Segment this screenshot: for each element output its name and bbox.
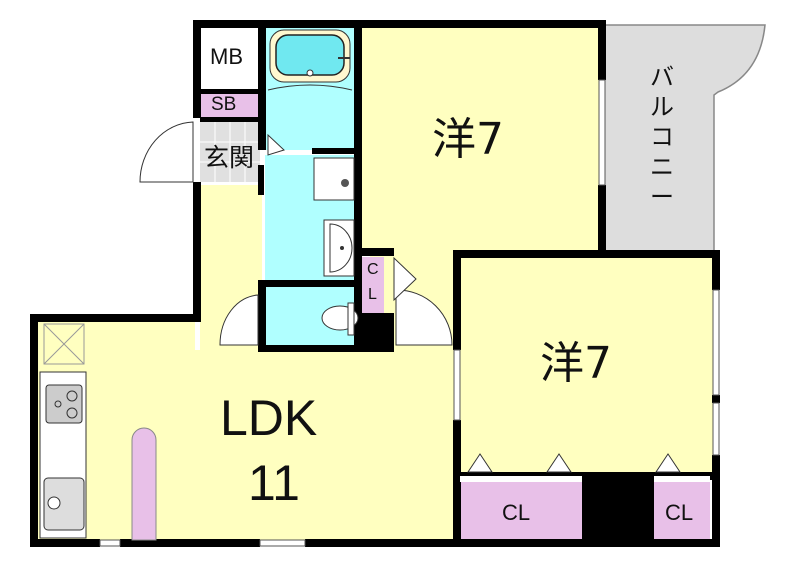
western-room-1-floor: [360, 26, 603, 250]
western-room-2-floor: [458, 254, 714, 478]
bathtub-fixture: [269, 29, 351, 83]
toilet-fixture: [321, 302, 359, 336]
ldk-size-label: 11: [248, 455, 300, 511]
closet-right-fill: [654, 482, 710, 540]
closet-left-label: CL: [502, 500, 531, 525]
shoe-box-area: [200, 93, 260, 117]
closet-hall-label-l: L: [368, 286, 377, 303]
washing-machine-pan: [313, 157, 355, 201]
meter-box-label: MB: [210, 44, 243, 69]
washbasin-fixture: [323, 219, 355, 277]
walls: [30, 20, 720, 547]
shoe-box-label: SB: [211, 94, 237, 115]
meter-box-area: [200, 26, 260, 92]
western-room-2-label: 洋7: [540, 338, 612, 389]
ldk-label: LDK: [220, 390, 318, 446]
closet-hall-label-c: C: [367, 261, 379, 278]
doors: [139, 121, 453, 346]
kitchen-sink-icon: [43, 477, 85, 531]
ventilation-hood-icon: [43, 323, 85, 365]
entrance-label: 玄関: [204, 143, 255, 172]
closet-doors: [467, 453, 681, 473]
pillar-between-closets: [582, 478, 654, 542]
closet-hall-fill: [362, 257, 384, 313]
balcony-label: バルコニー: [650, 63, 674, 211]
balcony-area: [602, 24, 766, 253]
kitchen-peninsula: [131, 427, 157, 541]
closet-left-fill: [460, 482, 582, 540]
closet-right-label: CL: [665, 500, 694, 525]
gas-stove-icon: [45, 384, 83, 424]
windows: [99, 79, 720, 547]
western-room-1-label: 洋7: [432, 114, 504, 165]
